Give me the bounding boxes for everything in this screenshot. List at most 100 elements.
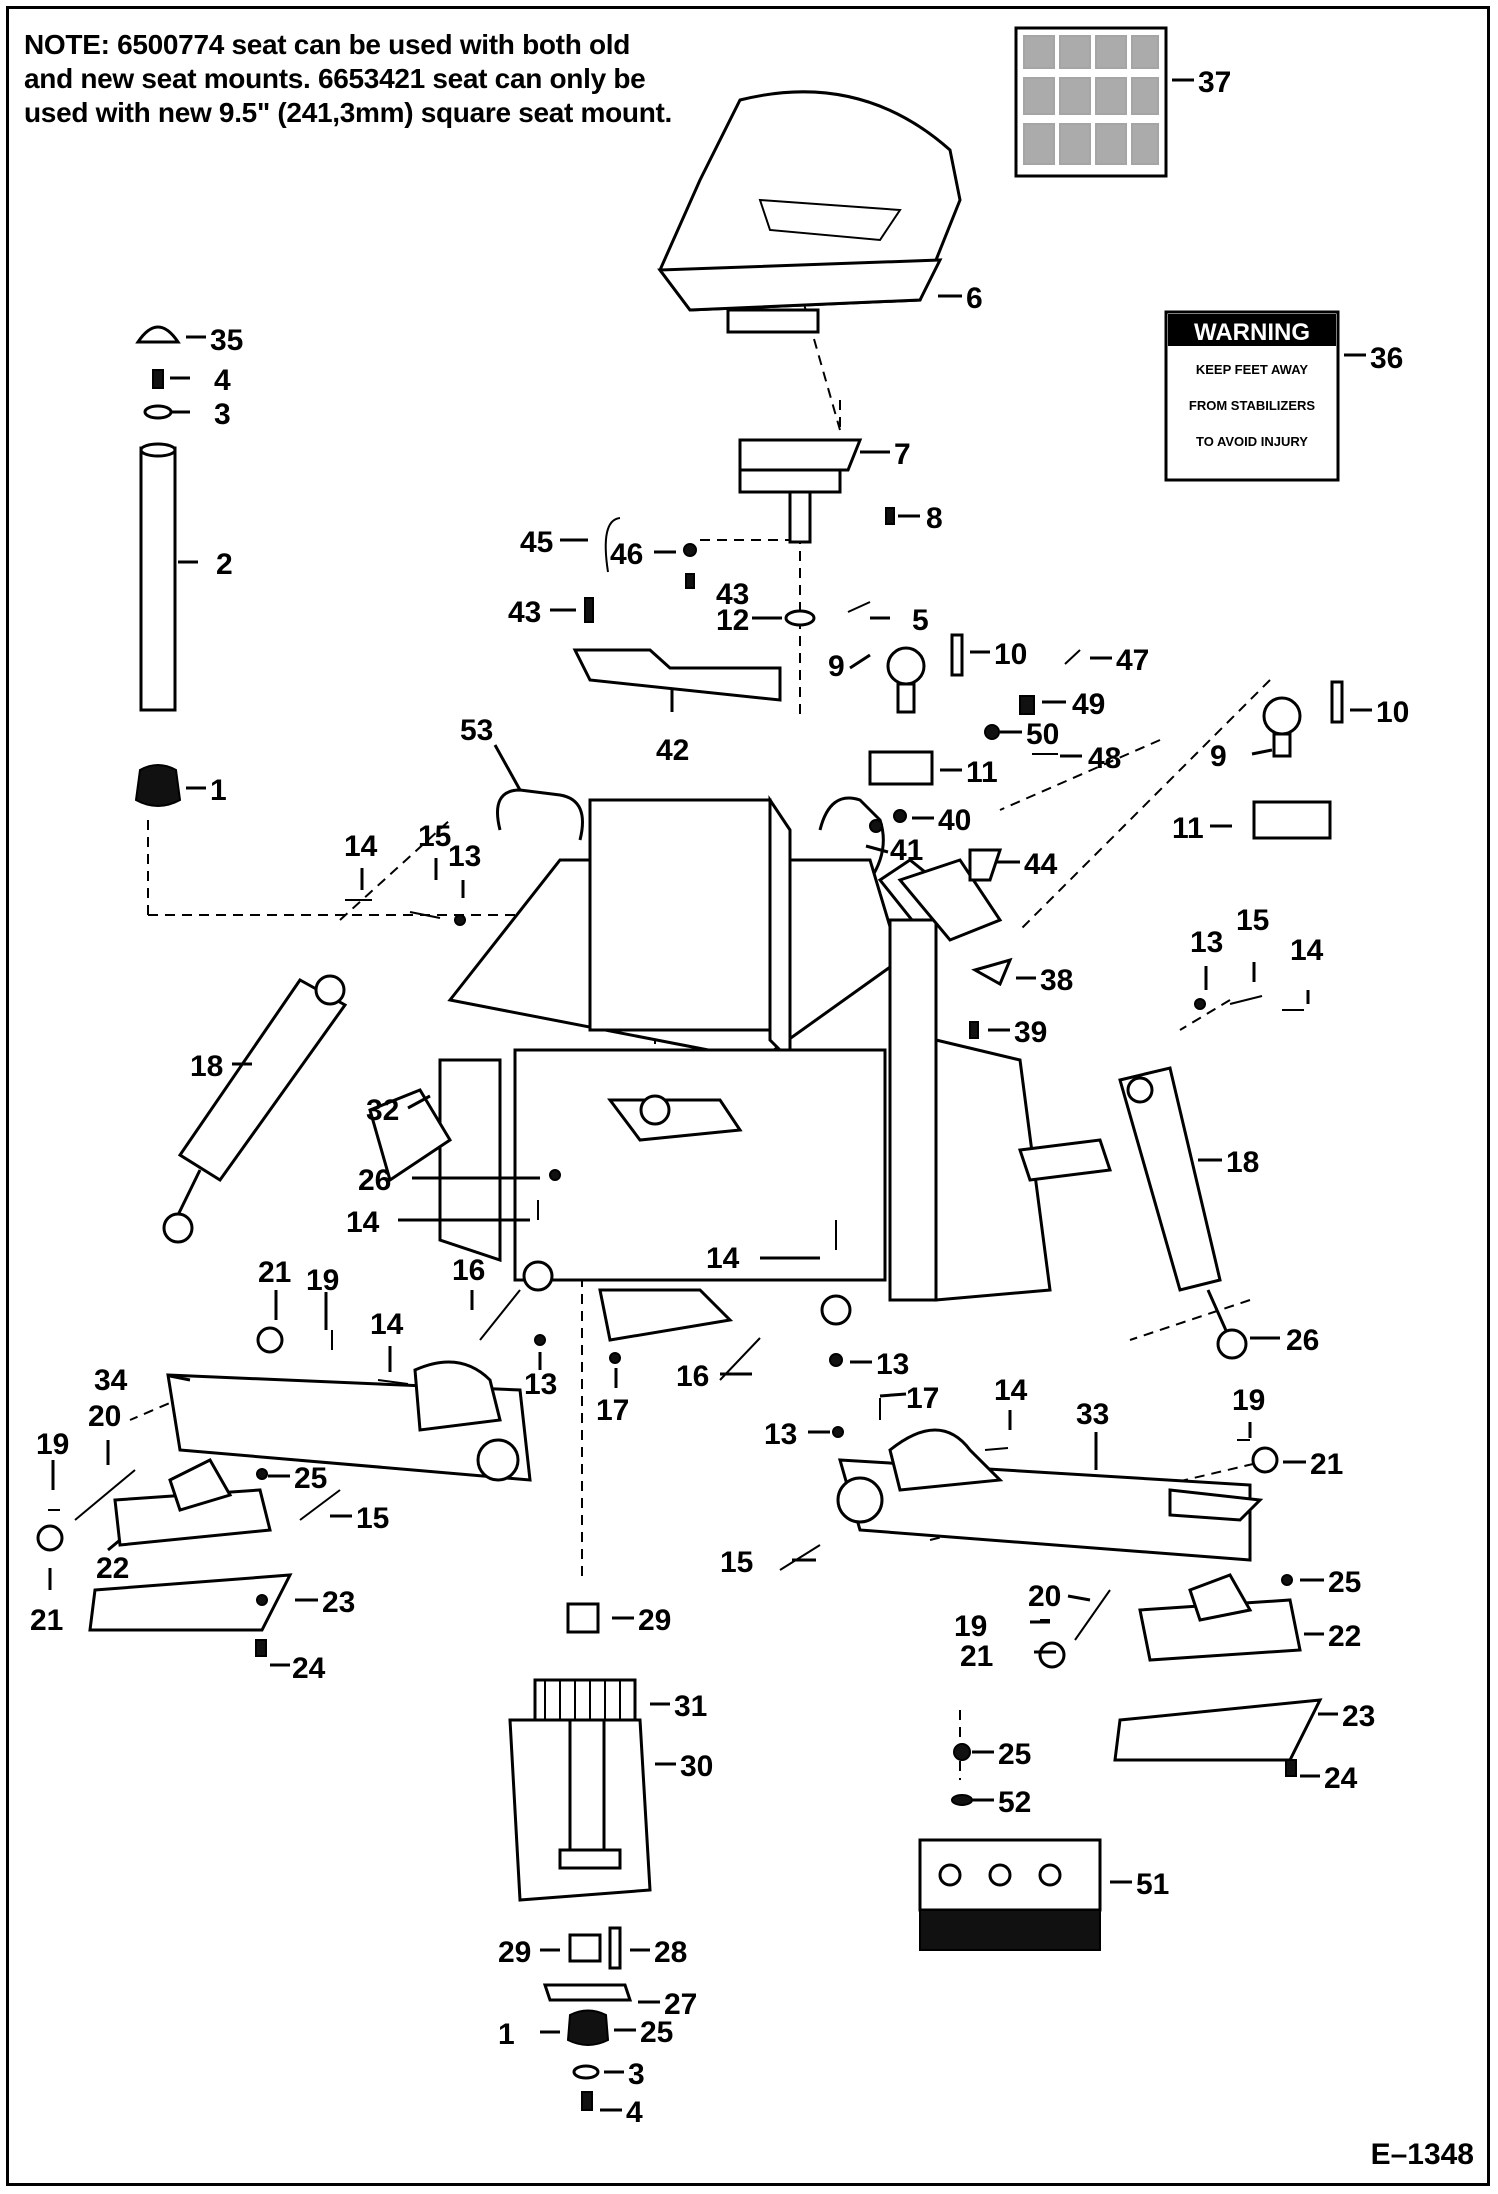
callout-label-3: 3 [628, 2058, 645, 2091]
callout-label-5: 5 [912, 604, 929, 637]
bumper-1-bottom [566, 2009, 610, 2046]
callout-label-37: 37 [1198, 66, 1231, 99]
bolt-10-right [1330, 680, 1344, 724]
callout-label-39: 39 [1014, 1016, 1047, 1049]
callout-label-9: 9 [828, 650, 845, 683]
plate-38 [971, 957, 1013, 987]
nut-41 [869, 819, 883, 833]
callout-label-25: 25 [294, 1462, 327, 1495]
pin-47 [1064, 649, 1081, 665]
callout-label-31: 31 [674, 1690, 707, 1723]
callout-label-41: 41 [890, 834, 923, 867]
callout-label-23: 23 [1342, 1700, 1375, 1733]
callout-label-10: 10 [1376, 696, 1409, 729]
nut-46 [683, 543, 697, 557]
column-2 [139, 442, 177, 712]
callout-label-15: 15 [720, 1546, 753, 1579]
callout-label-47: 47 [1116, 644, 1149, 677]
warning-decal-36: WARNING KEEP FEET AWAY FROM STABILIZERS … [1164, 310, 1340, 482]
pad-22-right [1138, 1573, 1302, 1662]
callout-label-14: 14 [346, 1206, 380, 1239]
bolt-10-center [950, 633, 964, 677]
callout-label-36: 36 [1370, 342, 1403, 375]
block-11-right [1252, 800, 1332, 840]
cylinder-18-right [1118, 1066, 1248, 1360]
nut-25-battery [953, 1743, 971, 1761]
callout-label-24: 24 [1324, 1762, 1358, 1795]
callout-label-51: 51 [1136, 1868, 1169, 1901]
callout-label-22: 22 [1328, 1620, 1361, 1653]
callout-label-18: 18 [190, 1050, 223, 1083]
callout-label-42: 42 [656, 734, 689, 767]
bushing-29-bottom [568, 1933, 602, 1963]
callout-label-26: 26 [358, 1164, 391, 1197]
callout-label-10: 10 [994, 638, 1027, 671]
callout-label-45: 45 [520, 526, 553, 559]
callout-label-17: 17 [906, 1382, 939, 1415]
warning-header: WARNING [1194, 319, 1310, 346]
spring-49 [1019, 695, 1035, 715]
callout-label-48: 48 [1088, 742, 1121, 775]
swivel-bracket-30 [508, 1718, 652, 1902]
cap-35 [135, 325, 181, 344]
callout-label-32: 32 [366, 1094, 399, 1127]
callout-label-33: 33 [1076, 1398, 1109, 1431]
callout-label-11: 11 [966, 756, 998, 789]
callout-label-1: 1 [498, 2018, 515, 2051]
callout-label-46: 46 [610, 538, 643, 571]
warning-line-2: FROM STABILIZERS [1189, 398, 1315, 413]
callout-label-38: 38 [1040, 964, 1073, 997]
callout-label-19: 19 [36, 1428, 69, 1461]
screw-4-top [152, 369, 164, 389]
callout-label-20: 20 [1028, 1580, 1061, 1613]
callout-label-19: 19 [954, 1610, 987, 1643]
washer-3-bottom [572, 2064, 600, 2080]
battery-51 [918, 1838, 1102, 1951]
callout-label-16: 16 [452, 1254, 485, 1287]
callout-label-40: 40 [938, 804, 971, 837]
callout-label-13: 13 [764, 1418, 797, 1451]
callout-label-25: 25 [640, 2016, 673, 2049]
callout-label-11: 11 [1172, 812, 1204, 845]
bolt-39 [969, 1021, 979, 1039]
callout-label-50: 50 [1026, 718, 1059, 751]
callout-label-12: 12 [716, 604, 749, 637]
callout-label-23: 23 [322, 1586, 355, 1619]
plate-42 [572, 648, 782, 702]
callout-label-24: 24 [292, 1652, 326, 1685]
screw-8 [885, 507, 895, 525]
block-11-center [868, 750, 934, 786]
plate-27 [542, 1983, 633, 2002]
screw-4-bottom [581, 2091, 593, 2111]
diagram-border [6, 6, 1490, 2186]
callout-label-19: 19 [1232, 1384, 1265, 1417]
callout-label-26: 26 [1286, 1324, 1319, 1357]
washer-12 [784, 609, 816, 627]
pin-45 [604, 517, 621, 573]
callout-label-15: 15 [1236, 904, 1269, 937]
plate-23-right [1113, 1698, 1323, 1762]
callout-label-8: 8 [926, 502, 943, 535]
callout-label-29: 29 [638, 1604, 671, 1637]
callout-label-49: 49 [1072, 688, 1105, 721]
callout-label-14: 14 [706, 1242, 740, 1275]
gear-31 [533, 1678, 637, 1722]
callout-label-1: 1 [210, 774, 227, 807]
callout-label-29: 29 [498, 1936, 531, 1969]
callout-label-52: 52 [998, 1786, 1031, 1819]
callout-label-13: 13 [876, 1348, 909, 1381]
callout-label-4: 4 [626, 2096, 643, 2129]
ball-stud-9-right [1262, 696, 1302, 758]
bolt-43-a [685, 573, 695, 589]
callout-label-14: 14 [994, 1374, 1028, 1407]
callout-label-44: 44 [1024, 848, 1058, 881]
plate-23-left [88, 1573, 293, 1632]
callout-label-2: 2 [216, 548, 233, 581]
seat-6 [657, 90, 962, 334]
seat-mount-7 [738, 438, 863, 544]
callout-label-27: 27 [664, 1988, 697, 2021]
callout-label-9: 9 [1210, 740, 1227, 773]
callout-label-30: 30 [680, 1750, 713, 1783]
bumper-1-top [134, 764, 182, 807]
